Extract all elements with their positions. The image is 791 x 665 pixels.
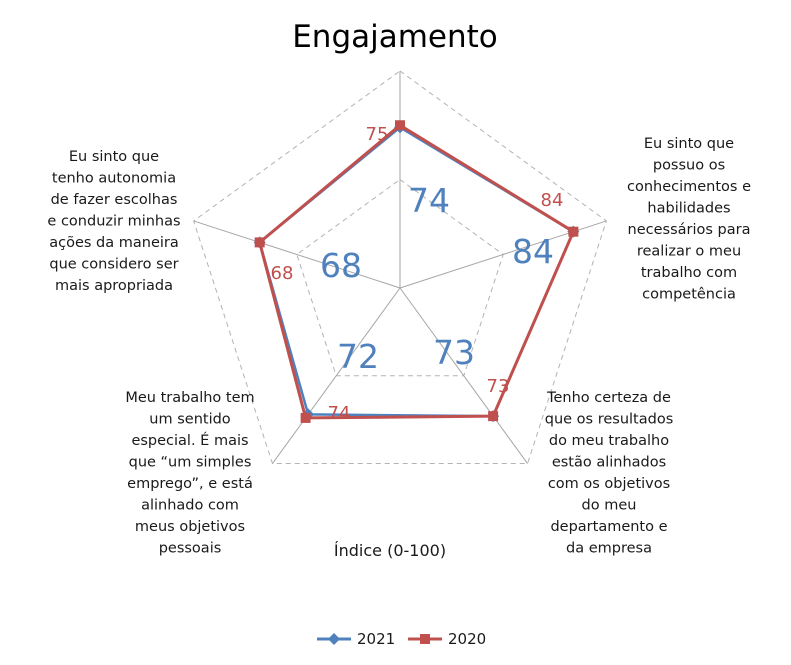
value-label-2020-0: 75 <box>366 124 389 145</box>
value-label-2021-2: 73 <box>433 333 475 372</box>
legend-marker-2021 <box>328 633 340 645</box>
value-labels: 74 84 73 72 68 75 84 73 74 68 <box>271 124 564 424</box>
chart-title: Engajamento <box>292 19 498 55</box>
legend: 2021 2020 <box>317 630 486 648</box>
category-label-c2-line-1: que os resultados <box>545 412 674 428</box>
value-label-2020-1: 84 <box>541 190 564 211</box>
marker-2020-4 <box>254 237 265 248</box>
legend-label-2021: 2021 <box>357 630 395 648</box>
axis-title: Índice (0-100) <box>334 541 446 560</box>
category-label-c3-line-3: que “um simples <box>129 455 252 471</box>
category-label-c1-line-1: possuo os <box>653 158 725 174</box>
category-label-c3-line-6: meus objetivos <box>135 519 245 535</box>
grid-spoke-4 <box>193 220 401 289</box>
value-label-2021-1: 84 <box>512 232 554 271</box>
radar-grid <box>193 70 607 465</box>
category-label-c4-line-3: e conduzir minhas <box>47 214 180 230</box>
category-label-c4-line-4: ações da maneira <box>49 235 179 251</box>
category-label-c1-line-2: conhecimentos e <box>627 179 751 195</box>
value-label-2021-0: 74 <box>408 181 450 220</box>
radar-series <box>253 120 580 423</box>
category-label-c3-line-1: um sentido <box>149 412 231 428</box>
category-label-c2-line-2: do meu trabalho <box>549 433 669 449</box>
category-label-c4-line-1: tenho autonomia <box>52 171 176 187</box>
category-label-c3-line-4: emprego”, e está <box>127 476 253 492</box>
category-label-c3-line-2: especial. É mais <box>131 432 248 449</box>
marker-2020-1 <box>568 226 579 237</box>
category-label-c4-line-2: de fazer escolhas <box>51 192 178 208</box>
grid-ring-0 <box>296 178 504 377</box>
marker-2020-0 <box>395 120 405 131</box>
category-label-c3-line-7: pessoais <box>159 541 222 557</box>
category-label-c4-line-0: Eu sinto que <box>69 149 159 165</box>
legend-marker-2020 <box>420 634 430 644</box>
grid-ring-1 <box>193 70 607 465</box>
category-label-c4-line-6: mais apropriada <box>55 278 173 294</box>
category-label-c2-line-0: Tenho certeza de <box>546 390 671 406</box>
value-label-2021-4: 68 <box>320 246 362 285</box>
series-line-2020 <box>258 123 575 420</box>
category-label-c2-line-4: com os objetivos <box>548 476 670 492</box>
marker-2020-3 <box>300 412 311 423</box>
value-label-2021-3: 72 <box>337 337 379 376</box>
category-labels: Eu sinto que possuo os conhecimentos e habi… <box>47 136 751 557</box>
category-label-c2-line-7: da empresa <box>566 541 652 557</box>
category-label-c2-line-6: departamento e <box>550 519 667 535</box>
grid-spoke-3 <box>272 287 401 464</box>
grid-spoke-2 <box>399 287 528 464</box>
value-label-2020-2: 73 <box>487 376 510 397</box>
category-label-c1-line-7: competência <box>642 287 736 303</box>
category-label-c3-line-0: Meu trabalho tem <box>125 390 254 406</box>
category-label-c2-line-3: estão alinhados <box>552 455 666 471</box>
category-label-c1-line-4: necessários para <box>628 222 751 238</box>
value-label-2020-4: 68 <box>271 263 294 284</box>
category-label-c1-line-6: trabalho com <box>641 265 737 281</box>
category-label-c1-line-0: Eu sinto que <box>644 136 734 152</box>
legend-label-2020: 2020 <box>448 630 486 648</box>
category-label-c1-line-3: habilidades <box>647 201 730 217</box>
category-label-c3-line-5: alinhado com <box>141 498 239 514</box>
category-label-c1-line-5: realizar o meu <box>637 244 741 260</box>
value-label-2020-3: 74 <box>328 403 351 424</box>
category-label-c4-line-5: que considero ser <box>49 257 178 273</box>
category-label-c2-line-5: do meu <box>582 498 637 514</box>
marker-2020-2 <box>488 411 499 422</box>
series-line-2021 <box>258 126 575 418</box>
